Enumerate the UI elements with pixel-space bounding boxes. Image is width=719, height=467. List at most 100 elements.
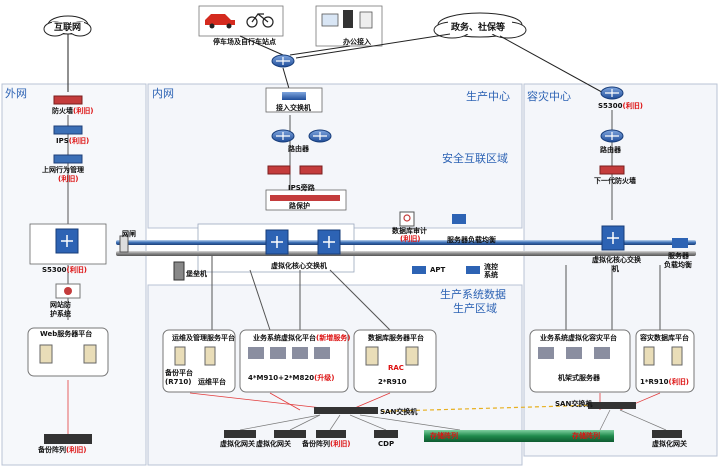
- inner-router-2-icon: [308, 129, 332, 143]
- dr-core-switch-label-2: 机: [612, 265, 619, 273]
- db-platform-label: 数据库服务器平台: [368, 334, 424, 342]
- dr-firewall-icon: [599, 165, 625, 175]
- internet-cloud-label: 互联网: [54, 23, 82, 33]
- bicycle-icon: [246, 13, 274, 28]
- san-links: [239, 409, 667, 431]
- behavior-tag: (利旧): [58, 175, 79, 183]
- virt-platform-label: 业务系统虚拟化平台(新增服务): [253, 334, 351, 342]
- core-switch-label: 虚拟化核心交换机: [271, 262, 327, 270]
- apt-label: APT: [430, 266, 446, 274]
- ips-icon: [53, 125, 83, 135]
- outer-firewall-label: 防火墙(利旧): [52, 107, 94, 115]
- antitamper-label-2: 护系统: [50, 310, 71, 318]
- dr-db-platform-label: 容灾数据库平台: [640, 334, 689, 342]
- outer-firewall-icon: [53, 95, 83, 105]
- dr-s5300-router-icon: [600, 86, 624, 100]
- san-label: SAN交换机: [380, 408, 418, 416]
- replication-link: [359, 404, 601, 413]
- dr-platform-box: [529, 329, 631, 393]
- ips-bypass-label-2: 路保护: [289, 202, 310, 210]
- car-icon: [205, 14, 235, 25]
- audit-tag: (利旧): [400, 235, 421, 243]
- backup-array-icon: [316, 430, 346, 438]
- rac-label: RAC: [388, 364, 404, 372]
- outer-s5300-label: S5300(利旧): [42, 266, 87, 274]
- security-zone-label: 安全互联区域: [442, 152, 508, 165]
- fort-icon: [173, 261, 185, 281]
- top-router-icon: [271, 54, 295, 68]
- dr-router-icon: [600, 129, 624, 143]
- gw1-icon: [224, 430, 256, 438]
- web-platform-label: Web服务器平台: [40, 330, 93, 338]
- outer-zone-label: 外网: [5, 87, 27, 100]
- audit-label: 数据库审计: [392, 227, 427, 235]
- gov-cloud: [433, 12, 527, 39]
- gw2-icon: [274, 430, 306, 438]
- san-switch-icon: [314, 407, 378, 414]
- dr-center-label: 容灾中心: [527, 90, 571, 103]
- audit-icon: [399, 211, 415, 227]
- inner-zone-label: 内网: [152, 87, 174, 100]
- dr-s5300-label: S5300(利旧): [598, 102, 643, 110]
- dr-router-label: 路由器: [600, 146, 621, 154]
- ips-label: IPS(利旧): [56, 137, 90, 145]
- core-switch-2-icon: [317, 229, 341, 255]
- db-platform-box: [353, 329, 437, 393]
- antitamper-label-1: 网站防: [50, 301, 71, 309]
- office-label: 办公接入: [343, 38, 371, 46]
- core-switch-1-icon: [265, 229, 289, 255]
- lb-label: 服务器负载均衡: [447, 236, 496, 244]
- dr-storage-label: 存储阵列: [572, 432, 600, 440]
- prod-center-label: 生产中心: [466, 90, 510, 103]
- dr-core-switch-icon: [601, 225, 625, 251]
- behavior-label: 上网行为管理: [42, 166, 84, 174]
- inner-firewall-1-icon: [267, 165, 291, 175]
- storage-label: 存储阵列: [430, 432, 458, 440]
- trunk-blue-upper: [116, 240, 696, 245]
- backup-array-label: 备份阵列(利旧): [302, 440, 351, 448]
- data-zone-label-2: 生产区域: [453, 302, 497, 315]
- dr-rack-servers-label: 机架式服务器: [558, 374, 600, 382]
- flow-label-1: 流控: [484, 263, 498, 271]
- trunk-grey-lower: [116, 251, 696, 256]
- mgmt-platform-label: 运维及管理服务平台: [172, 334, 235, 342]
- db-servers-label: 2*R910: [378, 378, 407, 386]
- dr-core-switch-label-1: 虚拟化核心交换: [592, 256, 641, 264]
- storage-array-bar: [424, 430, 614, 442]
- dr-lb-icon: [672, 238, 688, 248]
- flow-label-2: 系统: [484, 271, 498, 279]
- backup-platform-label-2: (R710): [165, 378, 192, 386]
- dr-lb-label-2: 负载均衡: [664, 261, 692, 269]
- inner-firewall-2-icon: [299, 165, 323, 175]
- gatekeeper-label: 网闸: [122, 230, 136, 238]
- phone-icon: [343, 10, 353, 28]
- laptop-icon: [321, 13, 339, 27]
- dr-lb-label-1: 服务器: [668, 252, 689, 260]
- outer-backup-array-icon: [44, 434, 92, 444]
- gw2-label: 虚拟化网关: [256, 440, 291, 448]
- dr-db-servers-label: 1*R910(利旧): [640, 378, 689, 386]
- ips-bypass-label-1: IPS旁路: [288, 184, 315, 192]
- outer-backup-array-label: 备份阵列(利旧): [38, 446, 87, 454]
- fort-label: 堡垒机: [186, 270, 207, 278]
- web-platform-box: [27, 327, 109, 377]
- access-switch-label: 接入交换机: [276, 104, 311, 112]
- backup-platform-label-1: 备份平台: [165, 369, 193, 377]
- dr-zone-frame: [523, 83, 718, 457]
- vehicles-label: 停车场及自行车站点: [213, 38, 276, 46]
- dr-gw-label: 虚拟化网关: [652, 440, 687, 448]
- outer-s5300-icon: [29, 223, 107, 265]
- gatekeeper-icon: [119, 235, 129, 253]
- dr-gw-icon: [652, 430, 682, 438]
- dr-san-switch-icon: [588, 402, 636, 409]
- cdp-icon: [374, 430, 398, 438]
- gov-cloud-label: 政务、社保等: [451, 23, 506, 33]
- virt-servers-label: 4*M910+2*M820(升级): [248, 374, 335, 382]
- ips-bypass-icon: [265, 189, 347, 211]
- behavior-icon: [53, 154, 83, 164]
- dr-ngfw-label: 下一代防火墙: [594, 177, 636, 185]
- apt-icon: [412, 266, 426, 274]
- inner-router-icon: [271, 129, 295, 143]
